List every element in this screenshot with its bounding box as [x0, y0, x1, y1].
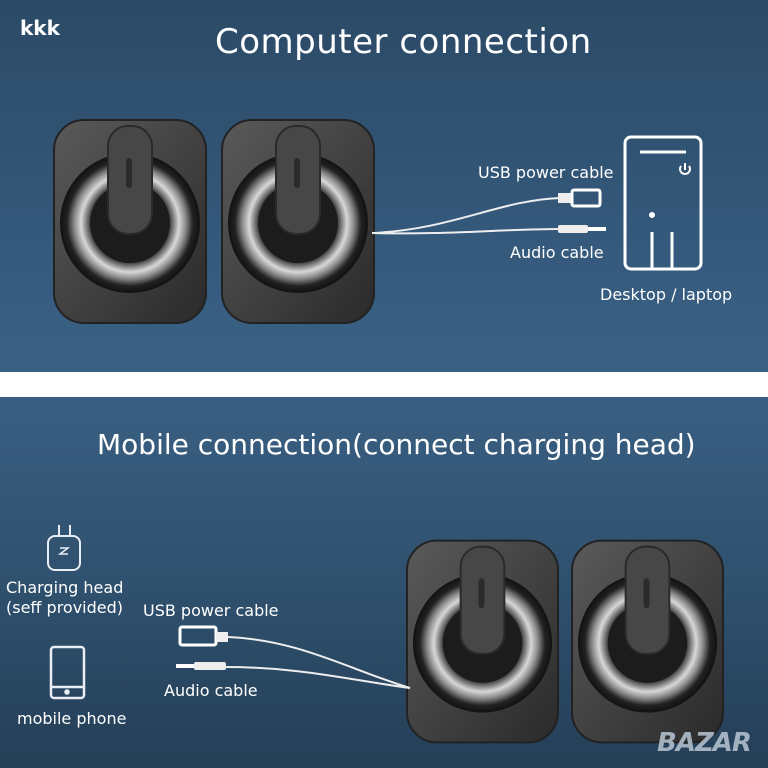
corner-mark: kkk [20, 16, 60, 40]
audio-jack-icon [176, 662, 226, 670]
audio-jack-icon [558, 225, 606, 233]
watermark-logo: BAZAR [657, 728, 752, 758]
speaker-left [405, 539, 560, 744]
usb-plug-icon [558, 188, 602, 208]
mobile-phone-icon [49, 645, 86, 700]
speaker-right [570, 539, 725, 744]
usb-cable-label: USB power cable [478, 163, 614, 182]
audio-cable-label: Audio cable [164, 681, 258, 700]
charging-head-note: (seff provided) [6, 598, 124, 617]
usb-cable-label: USB power cable [143, 601, 279, 620]
top-cables [371, 197, 561, 235]
mobile-phone-label: mobile phone [17, 709, 127, 728]
desktop-laptop-label: Desktop / laptop [600, 285, 733, 304]
speaker-right [221, 119, 375, 324]
desktop-computer-icon [623, 135, 703, 271]
bottom-cables [224, 636, 411, 689]
audio-cable-label: Audio cable [510, 243, 604, 262]
mobile-section-title: Mobile connection(connect charging head) [97, 428, 696, 461]
charging-head-icon [47, 525, 81, 571]
charging-head-label: Charging head [6, 578, 124, 597]
usb-plug-icon [178, 625, 228, 647]
speaker-left [53, 119, 207, 324]
computer-section-title: Computer connection [215, 22, 592, 62]
